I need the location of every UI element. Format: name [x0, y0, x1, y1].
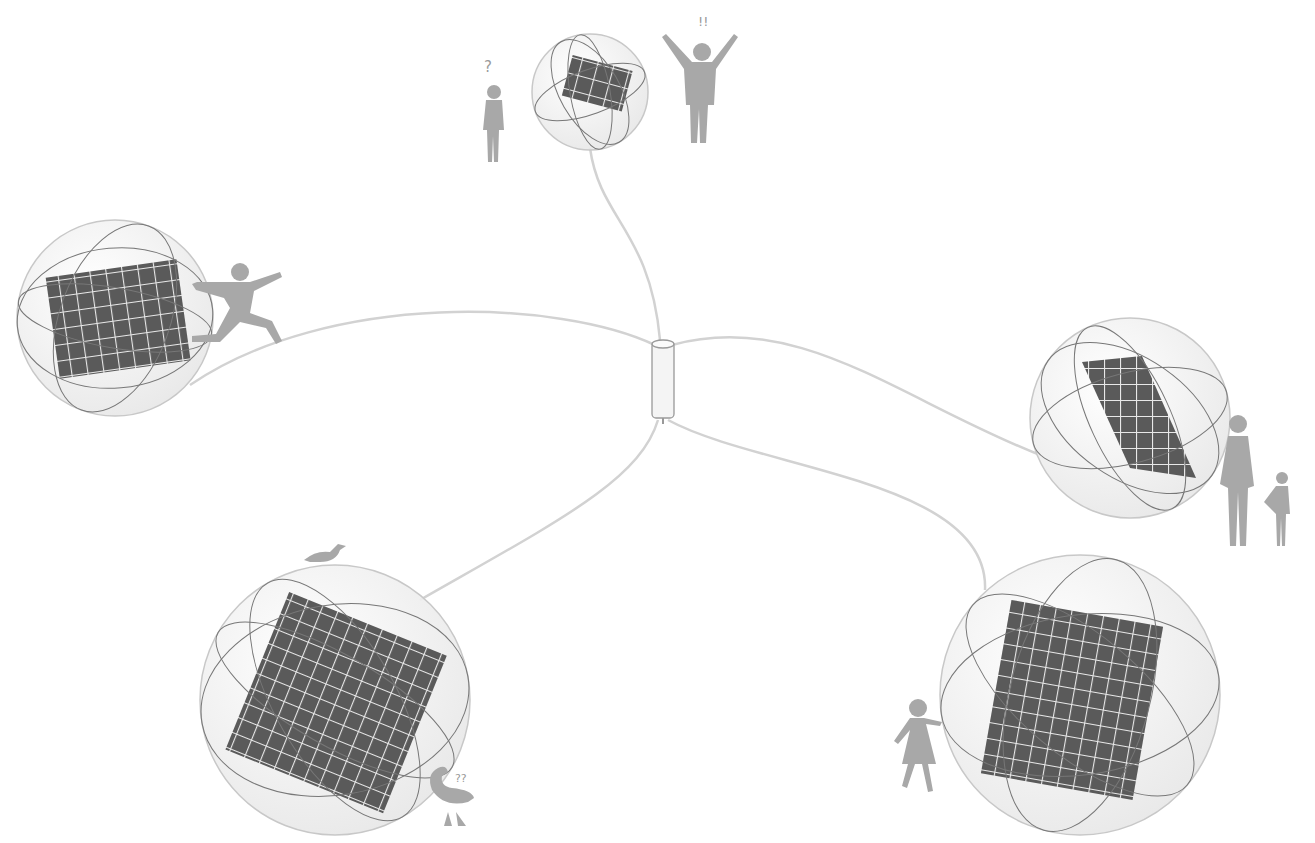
hub-cylinder [652, 340, 674, 424]
annotation-mark: !! [698, 15, 708, 28]
annotation-mark: ? [484, 60, 492, 75]
bird-silhouettes [304, 544, 474, 826]
solar-sphere [528, 27, 652, 157]
solar-sphere [11, 207, 218, 429]
annotation-mark: ?? [455, 773, 467, 784]
solar-sphere [186, 553, 485, 843]
person-silhouettes [192, 34, 1290, 792]
solar-sphere [930, 542, 1230, 843]
solar-sphere [1014, 310, 1247, 525]
cable [190, 148, 1040, 600]
